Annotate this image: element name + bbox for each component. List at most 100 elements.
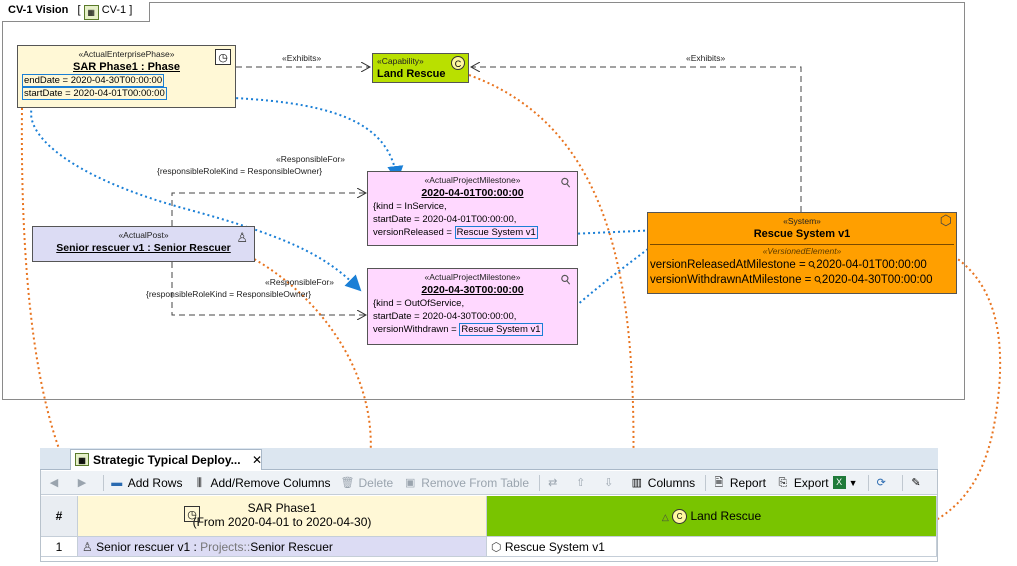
delete-button[interactable]: 🗑Delete <box>340 475 394 490</box>
edge-label-exhibits-2: «Exhibits» <box>686 53 726 63</box>
phase-stereotype: «ActualEnterprisePhase» <box>78 49 175 59</box>
phase-node[interactable]: «ActualEnterprisePhase» SAR Phase1 : Pha… <box>17 45 236 108</box>
timer-icon: ◷ <box>184 506 200 522</box>
trace-blue-sys-m2 <box>548 239 661 332</box>
sort-icon: △ <box>661 512 669 522</box>
columns-button[interactable]: ▥Columns <box>631 475 696 490</box>
milestone2-start: startDate = 2020-04-30T00:00:00, <box>373 311 517 322</box>
milestone-node-1[interactable]: «ActualProjectMilestone» 2020-04-01T00:0… <box>367 171 578 246</box>
post-name: Senior rescuer v1 : Senior Rescuer <box>56 242 231 254</box>
excel-icon: X <box>832 476 846 489</box>
row-post-path: Projects:: <box>200 540 251 554</box>
add-rows-button[interactable]: ▬Add Rows <box>111 475 183 490</box>
export-button[interactable]: ⎘Export X ▼ <box>776 476 858 490</box>
phase-start-date: startDate = 2020-04-01T00:00:00 <box>22 87 167 100</box>
close-icon[interactable]: ✕ <box>251 453 263 467</box>
refresh-icon[interactable]: ⟳ <box>876 476 886 489</box>
tab-label: Strategic Typical Deploy... <box>93 453 241 467</box>
edge-responsible-1 <box>171 193 366 226</box>
post-stereotype: «ActualPost» <box>118 230 169 240</box>
table-tabbar <box>40 448 938 470</box>
milestone1-kind: {kind = InService, <box>373 201 447 212</box>
move-icon[interactable]: ⇄ <box>548 476 558 489</box>
diagram-icon: ▦ <box>83 5 99 20</box>
phase-name: SAR Phase1 : Phase <box>73 61 180 73</box>
milestone2-kind: {kind = OutOfService, <box>373 298 465 309</box>
header-phase-range: (From 2020-04-01 to 2020-04-30) <box>192 515 372 529</box>
post-node[interactable]: «ActualPost» Senior rescuer v1 : Senior … <box>32 226 255 262</box>
system-name: Rescue System v1 <box>753 228 851 240</box>
diagram-title-name: CV-1 Vision <box>8 4 69 16</box>
columns-icon: ⫼ <box>196 476 202 489</box>
row-post-cell[interactable]: ♙ Senior rescuer v1 : Projects::Senior R… <box>78 537 487 557</box>
phase-end-date: endDate = 2020-04-30T00:00:00 <box>22 74 165 87</box>
table-toolbar: ◀ ▶ ▬Add Rows ⫼Add/Remove Columns 🗑Delet… <box>41 471 937 495</box>
edge-responsible-2 <box>171 262 366 315</box>
milestone1-stereotype: «ActualProjectMilestone» <box>424 175 521 185</box>
remove-icon: ▣ <box>405 476 416 489</box>
remove-from-table-button[interactable]: ▣Remove From Table <box>405 475 530 490</box>
person-icon: ♙ <box>236 230 248 245</box>
header-num[interactable]: # <box>41 496 78 537</box>
milestone2-stereotype: «ActualProjectMilestone» <box>424 272 521 282</box>
diagram-ref: CV-1 <box>101 4 127 16</box>
chevron-down-icon[interactable]: ▼ <box>848 477 858 488</box>
export-icon: ⎘ <box>778 476 788 489</box>
capability-name: Land Rescue <box>377 68 446 80</box>
table-icon: ▦ <box>75 453 89 466</box>
diagram-title: CV-1 Vision [ ▦ CV-1 ] <box>2 2 150 22</box>
milestone2-withdrawn-label: versionWithdrawn = <box>373 324 457 335</box>
columns-grid-icon: ▥ <box>631 476 642 489</box>
edit-icon[interactable]: ✎ <box>911 476 921 489</box>
edge-label-responsible-1: «ResponsibleFor» <box>276 154 345 164</box>
person-icon: ♙ <box>82 540 93 554</box>
row-system-cell[interactable]: ⬡ Rescue System v1 <box>487 537 937 557</box>
edge-exhibits-system <box>471 67 802 212</box>
row-post-name: Senior rescuer v1 : <box>96 540 197 554</box>
edge-label-responsible-2-prop: {responsibleRoleKind = ResponsibleOwner} <box>146 289 312 299</box>
system-released-label: versionReleasedAtMilestone = <box>650 259 806 271</box>
report-button[interactable]: 🗎Report <box>712 476 765 490</box>
row-post-type: Senior Rescuer <box>250 540 333 554</box>
add-remove-columns-button[interactable]: ⫼Add/Remove Columns <box>192 476 331 490</box>
system-hexagon-icon: ⬡ <box>939 212 952 228</box>
trace-blue-phase-m1 <box>205 96 404 182</box>
capability-stereotype: «Capability» <box>377 56 424 66</box>
add-rows-icon: ▬ <box>111 476 123 489</box>
milestone1-released-value: Rescue System v1 <box>454 226 538 239</box>
system-node[interactable]: «System» Rescue System v1 «VersionedElem… <box>647 212 957 294</box>
header-capability[interactable]: △ C Land Rescue <box>487 496 937 537</box>
tab-strategic-typical-deployment[interactable]: ▦ Strategic Typical Deploy... ✕ <box>70 449 262 470</box>
edge-label-responsible-2: «ResponsibleFor» <box>265 277 334 287</box>
back-icon[interactable]: ◀ <box>49 476 59 489</box>
timer-icon: ◷ <box>215 49 231 65</box>
system-sub-stereotype: «VersionedElement» <box>762 246 842 256</box>
edge-label-responsible-1-prop: {responsibleRoleKind = ResponsibleOwner} <box>157 166 323 176</box>
down-icon[interactable]: ⇩ <box>604 476 614 489</box>
system-stereotype: «System» <box>783 216 821 226</box>
trash-icon: 🗑 <box>340 476 355 489</box>
milestone1-name: 2020-04-01T00:00:00 <box>421 187 524 199</box>
header-capability-label: Land Rescue <box>690 509 762 523</box>
edge-label-exhibits-1: «Exhibits» <box>282 53 322 63</box>
milestone-node-2[interactable]: «ActualProjectMilestone» 2020-04-30T00:0… <box>367 268 578 345</box>
table-row[interactable]: 1 <box>41 537 78 557</box>
system-hexagon-icon: ⬡ <box>491 540 502 554</box>
trace-blue-sys-m1 <box>545 226 661 243</box>
trace-orange-phase-header <box>20 107 102 522</box>
milestone1-released-label: versionReleased = <box>373 227 452 238</box>
capability-node[interactable]: «Capability» Land Rescue C <box>372 53 469 83</box>
milestone2-withdrawn-value: Rescue System v1 <box>459 323 543 336</box>
up-icon[interactable]: ⇧ <box>576 476 586 489</box>
report-icon: 🗎 <box>714 476 724 489</box>
forward-icon[interactable]: ▶ <box>77 476 87 489</box>
trace-orange-post-row <box>231 247 372 547</box>
system-released-value: 2020-04-01T00:00:00 <box>816 259 927 271</box>
header-phase-title: SAR Phase1 <box>247 501 317 515</box>
system-withdrawn-value: 2020-04-30T00:00:00 <box>821 274 933 286</box>
header-phase[interactable]: ◷ SAR Phase1 (From 2020-04-01 to 2020-04… <box>78 496 487 537</box>
milestone2-name: 2020-04-30T00:00:00 <box>421 284 524 296</box>
capability-icon: C <box>451 56 465 70</box>
system-withdrawn-label: versionWithdrawnAtMilestone = <box>650 274 812 286</box>
row-system-name: Rescue System v1 <box>504 540 605 554</box>
